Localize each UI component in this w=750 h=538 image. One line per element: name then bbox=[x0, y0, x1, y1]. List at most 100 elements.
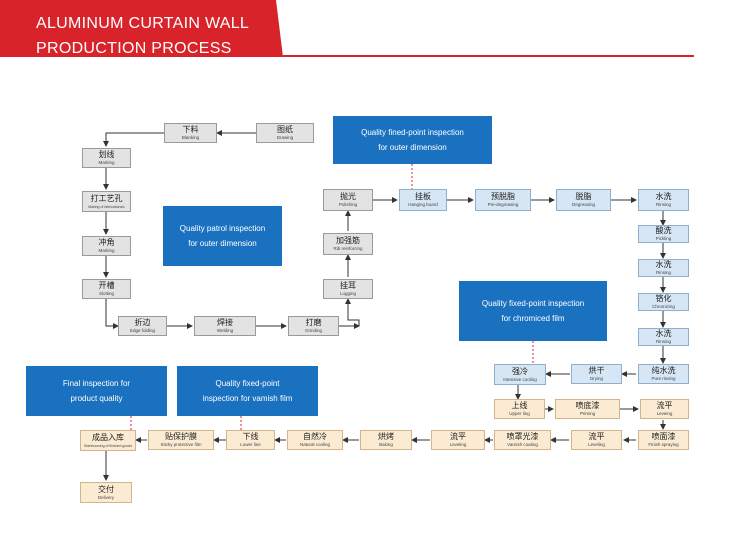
step-rib-en: Rib reinforcing bbox=[333, 246, 363, 251]
step-leveling3-zh: 流平 bbox=[450, 432, 466, 441]
step-delivery-zh: 交付 bbox=[98, 484, 114, 494]
callout-outer-patrol-line1: Quality patrol inspection bbox=[179, 224, 266, 233]
step-drawing-en: Drawing bbox=[276, 135, 294, 140]
step-finish-spraying-zh: 喷面漆 bbox=[651, 432, 676, 441]
step-rinsing-2: 水洗 Rinsing bbox=[638, 259, 689, 277]
step-slotting-zh: 开槽 bbox=[98, 281, 115, 290]
step-upper-line-zh: 上线 bbox=[511, 401, 528, 410]
step-polishing-en: Polishing bbox=[338, 202, 358, 207]
step-leveling2-en: Leveling bbox=[588, 442, 605, 447]
step-warehousing-zh: 成品入库 bbox=[92, 432, 124, 442]
step-pure-rinsing: 纯水洗 Pure rinsing bbox=[638, 364, 689, 384]
step-leveling-1: 流平 Leveing bbox=[640, 399, 689, 419]
step-finish-spraying: 喷面漆 Finish spraying bbox=[638, 430, 689, 450]
step-welding-en: Welding bbox=[216, 328, 234, 333]
step-fabrication-holes: 打工艺孔 Making of fabricationsic bbox=[82, 191, 131, 212]
step-varnish-zh: 喷罩光漆 bbox=[506, 432, 539, 441]
step-lugging-zh: 挂耳 bbox=[340, 281, 356, 290]
step-notching: 冲角 Marking bbox=[82, 236, 131, 256]
step-priming: 喷底漆 Priming bbox=[555, 399, 620, 419]
callout-chromiced-film: Quality fixed-point inspection for chrom… bbox=[459, 281, 607, 341]
callout-vamish-line2: inspection for vamish film bbox=[202, 394, 293, 403]
step-priming-zh: 喷底漆 bbox=[575, 401, 600, 410]
title-banner bbox=[0, 0, 283, 57]
step-upper-line-en: Upper ling bbox=[509, 411, 530, 416]
callout-outer-fixed-line1: Quality fined-point inspection bbox=[361, 128, 464, 137]
title-text: ALUMINUM CURTAIN WALL PRODUCTION PROCESS bbox=[36, 11, 249, 61]
step-polishing: 抛光 Polishing bbox=[323, 189, 373, 211]
step-pure-rinse-en: Pure rinsing bbox=[651, 376, 676, 381]
step-chromizing: 铬化 Chromizing bbox=[638, 293, 689, 311]
step-intensive-cooling-zh: 强冷 bbox=[512, 366, 528, 376]
step-natural-cooling-en: Natural cooling bbox=[299, 442, 331, 447]
step-delivery-en: Delivery bbox=[97, 494, 115, 500]
step-hanging-en: Hanging board bbox=[408, 202, 438, 207]
step-blanking-zh: 下料 bbox=[182, 125, 199, 134]
step-leveling-3: 流平 Leveling bbox=[431, 430, 485, 450]
step-rinse1-en: Rinsing bbox=[655, 202, 671, 207]
step-welding-zh: 焊接 bbox=[217, 318, 233, 327]
step-varnish-coating: 喷罩光漆 Varnish coating bbox=[494, 430, 551, 450]
step-welding: 焊接 Welding bbox=[194, 316, 256, 336]
step-finish-spraying-en: Finish spraying bbox=[648, 442, 679, 447]
step-degreasing-zh: 脱脂 bbox=[575, 192, 592, 201]
step-leveling1-en: Leveing bbox=[656, 411, 673, 416]
step-rinse3-zh: 水洗 bbox=[655, 329, 672, 338]
step-lugging: 挂耳 Lugging bbox=[323, 279, 373, 299]
step-marking: 划线 Marking bbox=[82, 148, 131, 168]
step-drying-en: Drying bbox=[589, 376, 603, 381]
step-intensive-cooling-en: Intensive cooling bbox=[503, 376, 537, 382]
step-slotting-en: Slotting bbox=[98, 291, 114, 296]
callout-chromiced-line2: for chromiced film bbox=[501, 314, 565, 323]
callout-outer-patrol-line2: for outer dimension bbox=[188, 239, 257, 248]
step-grinding: 打磨 Grinding bbox=[288, 316, 339, 336]
step-rib-zh: 加强筋 bbox=[336, 236, 360, 245]
step-hanging-zh: 挂板 bbox=[415, 192, 431, 201]
step-predegreasing-en: Pre-degreasing bbox=[487, 202, 519, 207]
step-rinse2-en: Rinsing bbox=[655, 270, 671, 275]
step-rinsing-3: 水洗 Rinsing bbox=[638, 328, 689, 346]
step-warehousing-en: Warehousing of finished goods bbox=[84, 443, 132, 448]
callout-chromiced-line1: Quality fixed-point inspection bbox=[481, 299, 585, 308]
title-line-1: ALUMINUM CURTAIN WALL bbox=[36, 15, 250, 32]
step-rinse1-zh: 水洗 bbox=[655, 192, 672, 201]
step-pickling-en: Pickling bbox=[655, 236, 672, 241]
step-chromizing-en: Chromizing bbox=[652, 304, 675, 309]
step-leveling-2: 流平 Leveling bbox=[571, 430, 622, 450]
step-leveling1-zh: 流平 bbox=[656, 401, 673, 410]
step-upper-line: 上线 Upper ling bbox=[494, 399, 545, 419]
step-fabrication-zh: 打工艺孔 bbox=[90, 193, 123, 203]
callout-final-inspection: Final inspection for product quality bbox=[26, 366, 167, 416]
callout-vamish-line1: Quality fixed-point bbox=[215, 379, 280, 388]
step-degreasing: 脱脂 Degreasing bbox=[556, 189, 611, 211]
step-pre-degreasing: 预脱脂 Pre-degreasing bbox=[475, 189, 531, 211]
step-drying-zh: 烘干 bbox=[588, 366, 605, 375]
step-drawing-zh: 图纸 bbox=[277, 125, 293, 134]
step-leveling2-zh: 流平 bbox=[588, 432, 605, 441]
step-warehousing: 成品入库 Warehousing of finished goods bbox=[80, 430, 136, 451]
step-baking-en: Baking bbox=[379, 442, 393, 447]
step-marking-en: Marking bbox=[98, 160, 115, 165]
step-leveling3-en: Leveling bbox=[449, 442, 467, 447]
step-natural-cooling-zh: 自然冷 bbox=[303, 432, 327, 441]
step-edge-folding-en: Edge folding bbox=[129, 328, 156, 333]
step-protective-film-zh: 贴保护膜 bbox=[165, 432, 197, 441]
callout-outer-patrol: Quality patrol inspection for outer dime… bbox=[163, 206, 282, 266]
step-fabrication-en: Making of fabricationsic bbox=[88, 204, 125, 209]
step-hanging-board: 挂板 Hanging board bbox=[399, 189, 447, 211]
step-rinsing-1: 水洗 Rinsing bbox=[638, 189, 689, 211]
title-line-2: PRODUCTION PROCESS bbox=[36, 40, 232, 57]
step-varnish-en: Varnish coating bbox=[507, 442, 538, 447]
step-drawing: 图纸 Drawing bbox=[256, 123, 314, 143]
step-predegreasing-zh: 预脱脂 bbox=[491, 192, 515, 201]
step-polishing-zh: 抛光 bbox=[340, 192, 356, 201]
step-protective-film: 贴保护膜 Sticky protective film bbox=[148, 430, 214, 450]
step-blanking-en: Blanking bbox=[181, 135, 200, 140]
callout-vamish-film: Quality fixed-point inspection for vamis… bbox=[177, 366, 318, 416]
step-rib-reinforcing: 加强筋 Rib reinforcing bbox=[323, 233, 373, 255]
step-priming-en: Priming bbox=[579, 411, 596, 416]
step-notching-en: Marking bbox=[98, 248, 115, 253]
step-grinding-zh: 打磨 bbox=[305, 318, 322, 327]
callout-outer-fixed-point: Quality fined-point inspection for outer… bbox=[333, 116, 492, 164]
step-edge-folding: 折边 Edge folding bbox=[118, 316, 167, 336]
